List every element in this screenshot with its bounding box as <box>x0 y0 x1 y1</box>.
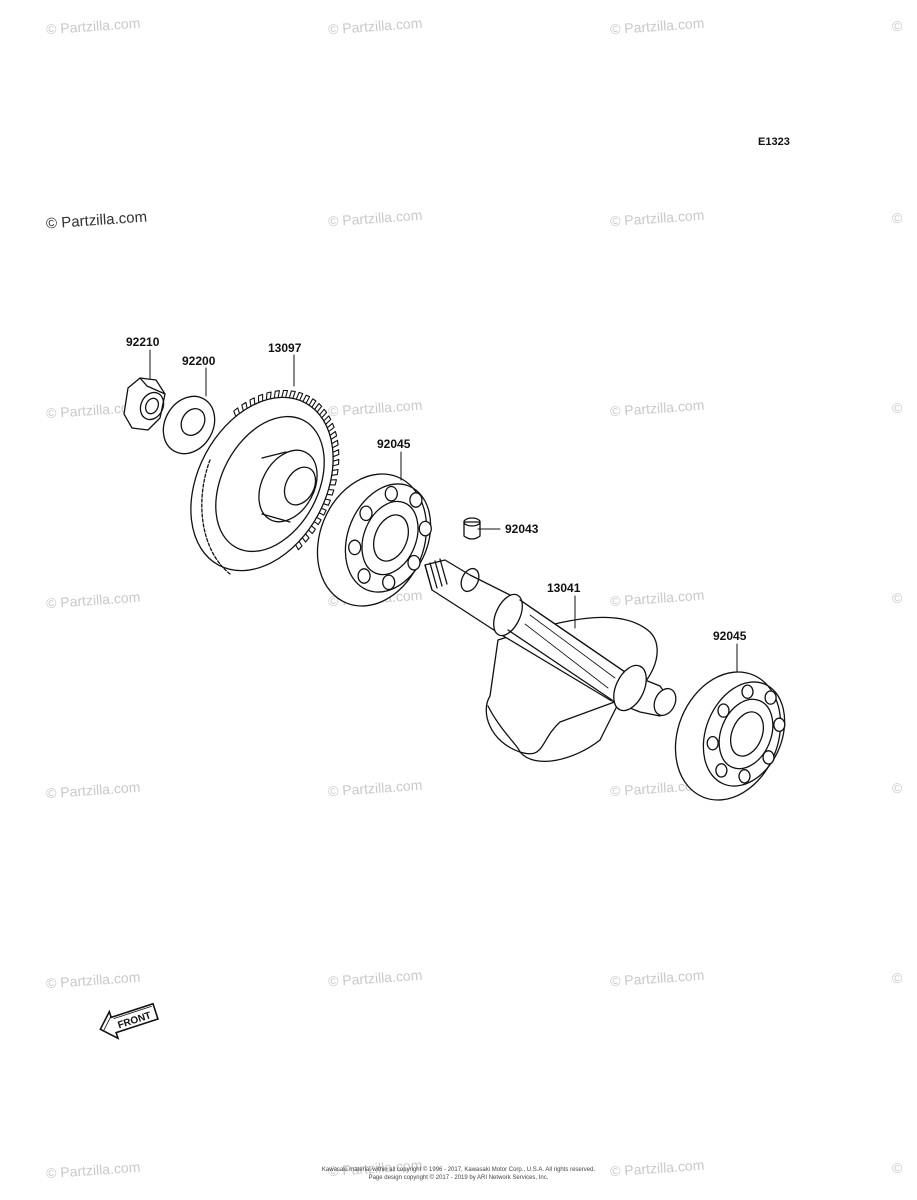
bearing-ball <box>384 485 398 502</box>
part-balancer-shaft[interactable] <box>424 558 680 762</box>
part-pin[interactable] <box>463 517 481 540</box>
bearing-ball <box>348 539 362 556</box>
part-labels: 92210 92200 13097 92045 92043 13041 9204… <box>126 335 747 643</box>
bearing-ball <box>717 703 730 718</box>
bearing-ball <box>741 684 754 699</box>
front-arrow: FRONT <box>99 1002 159 1040</box>
bearing-ball <box>706 735 719 751</box>
part-ball-bearing-right[interactable] <box>657 656 800 816</box>
bearing-ball <box>357 568 371 584</box>
diagram-code: E1323 <box>758 136 790 148</box>
bearing-ball <box>764 690 777 705</box>
bearing-ball <box>382 574 396 591</box>
part-label[interactable]: 92043 <box>505 522 539 536</box>
part-washer[interactable] <box>153 387 225 463</box>
bearing-ball <box>418 520 432 537</box>
bearing-ball <box>407 554 421 571</box>
part-label[interactable]: 13097 <box>268 341 302 355</box>
bearing-ball <box>715 763 728 778</box>
part-nut[interactable] <box>123 377 168 431</box>
part-label[interactable]: 13041 <box>547 581 581 595</box>
gear-teeth <box>233 389 340 551</box>
part-gear[interactable] <box>162 373 361 596</box>
bearing-ball <box>359 505 373 522</box>
bearing-ball <box>409 492 423 508</box>
part-label[interactable]: 92045 <box>377 437 411 451</box>
part-label[interactable]: 92200 <box>182 354 216 368</box>
copyright-line-2: Page design copyright © 2017 - 2019 by A… <box>368 1175 549 1181</box>
bearing-ball <box>762 750 775 765</box>
part-label[interactable]: 92210 <box>126 335 160 349</box>
leader-lines <box>149 349 738 673</box>
copyright-line-1: Kawasaki material within all copyright ©… <box>321 1167 596 1173</box>
copyright: Kawasaki material within all copyright ©… <box>0 1166 917 1182</box>
part-label[interactable]: 92045 <box>713 629 747 643</box>
bearing-ball <box>738 769 751 784</box>
part-ball-bearing-left[interactable] <box>298 457 446 622</box>
bearing-ball <box>773 717 786 733</box>
